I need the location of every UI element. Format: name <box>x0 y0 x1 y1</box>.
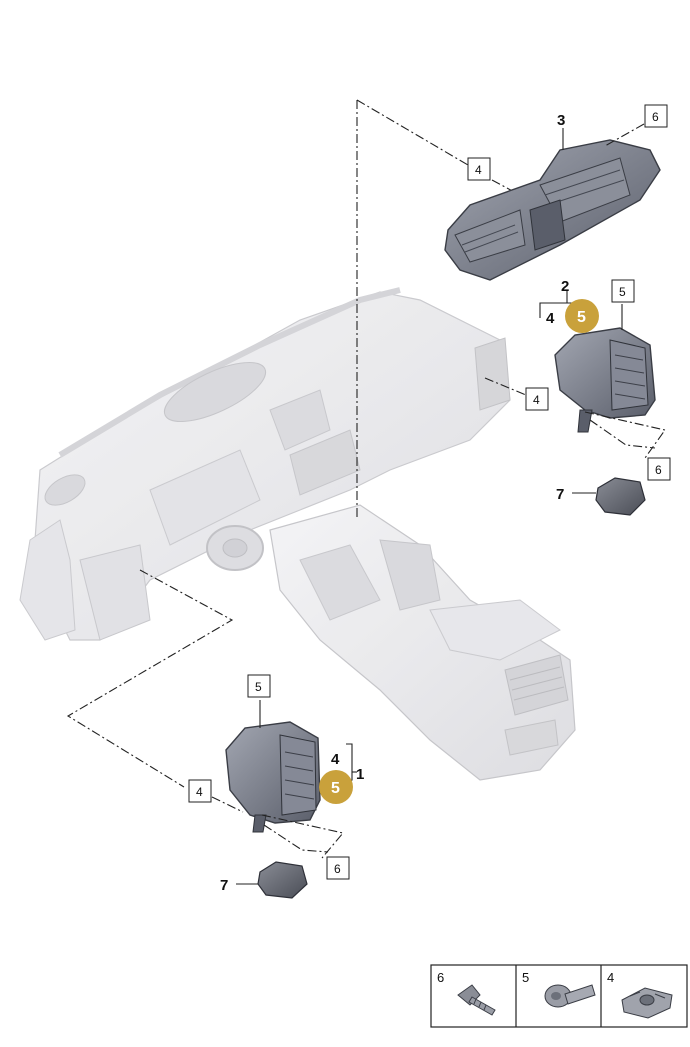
callout-7-left: 7 <box>220 877 228 894</box>
badge-5-left-label: 5 <box>331 780 340 797</box>
callout-2: 2 <box>561 278 569 295</box>
fastener-legend: 6 5 4 <box>430 964 688 1028</box>
callout-box-6-right <box>647 457 671 481</box>
right-vent-assembly <box>554 327 656 433</box>
callout-3: 3 <box>557 112 565 129</box>
dashboard-body <box>34 291 511 641</box>
callout-4-right: 4 <box>546 310 555 327</box>
callout-box-6-top-label: 6 <box>652 110 659 124</box>
left-vent-assembly <box>225 721 321 833</box>
callout-box-5-right-label: 5 <box>619 285 626 299</box>
callout-box-5-left-label: 5 <box>255 680 262 694</box>
callout-box-5-right <box>611 279 635 303</box>
callout-box-4-right <box>525 387 549 411</box>
callout-box-4-left <box>188 779 212 803</box>
sensor-right <box>595 477 646 516</box>
callout-box-5-left <box>247 674 271 698</box>
callout-1: 1 <box>356 766 364 783</box>
callout-labels: 3 4 6 2 4 5 5 4 6 7 5 4 1 5 <box>188 104 671 894</box>
badge-5-right-label: 5 <box>577 309 586 326</box>
badge-5-left <box>319 770 353 804</box>
center-vent-assembly <box>444 139 661 281</box>
callout-box-4-left-label: 4 <box>196 785 203 799</box>
screw-icon <box>457 984 496 1016</box>
callout-lines <box>236 123 666 885</box>
location-leaders <box>66 99 527 813</box>
callout-4-left: 4 <box>331 751 340 768</box>
legend-item-3-num: 4 <box>607 970 614 985</box>
callout-box-6-right-label: 6 <box>655 463 662 477</box>
sensor-left <box>257 861 308 899</box>
callout-7-right: 7 <box>556 486 564 503</box>
callout-box-4-top-label: 4 <box>475 163 482 177</box>
badge-5-right <box>565 299 599 333</box>
callout-box-4-right-label: 4 <box>533 393 540 407</box>
rivet-icon <box>544 984 596 1008</box>
clip-nut-icon <box>621 987 673 1019</box>
legend-item-2-num: 5 <box>522 970 529 985</box>
callout-box-6-left <box>326 856 350 880</box>
dashboard-illustration <box>19 287 576 781</box>
legend-item-1-num: 6 <box>437 970 444 985</box>
callout-box-4-top <box>467 157 491 181</box>
callout-box-6-top <box>644 104 668 128</box>
callout-box-6-left-label: 6 <box>334 862 341 876</box>
